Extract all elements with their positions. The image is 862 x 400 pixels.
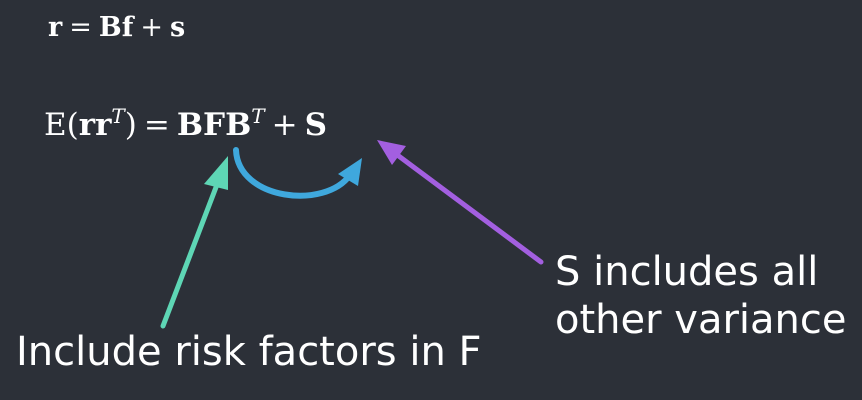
transpose-superscript: T xyxy=(111,104,125,128)
open-paren: ( xyxy=(66,107,79,143)
specific-variance-line2: other variance xyxy=(555,297,847,343)
expectation-operator: E xyxy=(44,107,67,143)
bfb-term: BFB xyxy=(176,107,252,143)
factor-model-equation: r=Bf+s xyxy=(48,14,185,41)
covariance-equation: E(rrT)=BFBT+S xyxy=(44,106,327,143)
specific-covariance-matrix: S xyxy=(304,107,327,143)
specific-variance-label: S includes all other variance xyxy=(555,248,846,344)
equals-sign: = xyxy=(143,107,170,143)
teal-arrow xyxy=(160,156,228,329)
specific-returns-vector: s xyxy=(169,12,186,43)
plus-sign: + xyxy=(140,12,163,43)
specific-variance-line1: S includes all xyxy=(555,249,819,295)
equals-sign: = xyxy=(69,12,92,43)
purple-arrow xyxy=(377,140,544,265)
rr-product: rr xyxy=(78,107,112,143)
risk-factors-label: Include risk factors in F xyxy=(16,329,482,375)
close-paren: ) xyxy=(124,107,137,143)
returns-vector: r xyxy=(48,12,63,43)
factor-exposure-matrix: B xyxy=(98,12,122,43)
plus-sign: + xyxy=(271,107,298,143)
factor-returns-vector: f xyxy=(121,12,134,43)
blue-curved-arrow xyxy=(233,147,362,199)
transpose-superscript: T xyxy=(251,104,265,128)
